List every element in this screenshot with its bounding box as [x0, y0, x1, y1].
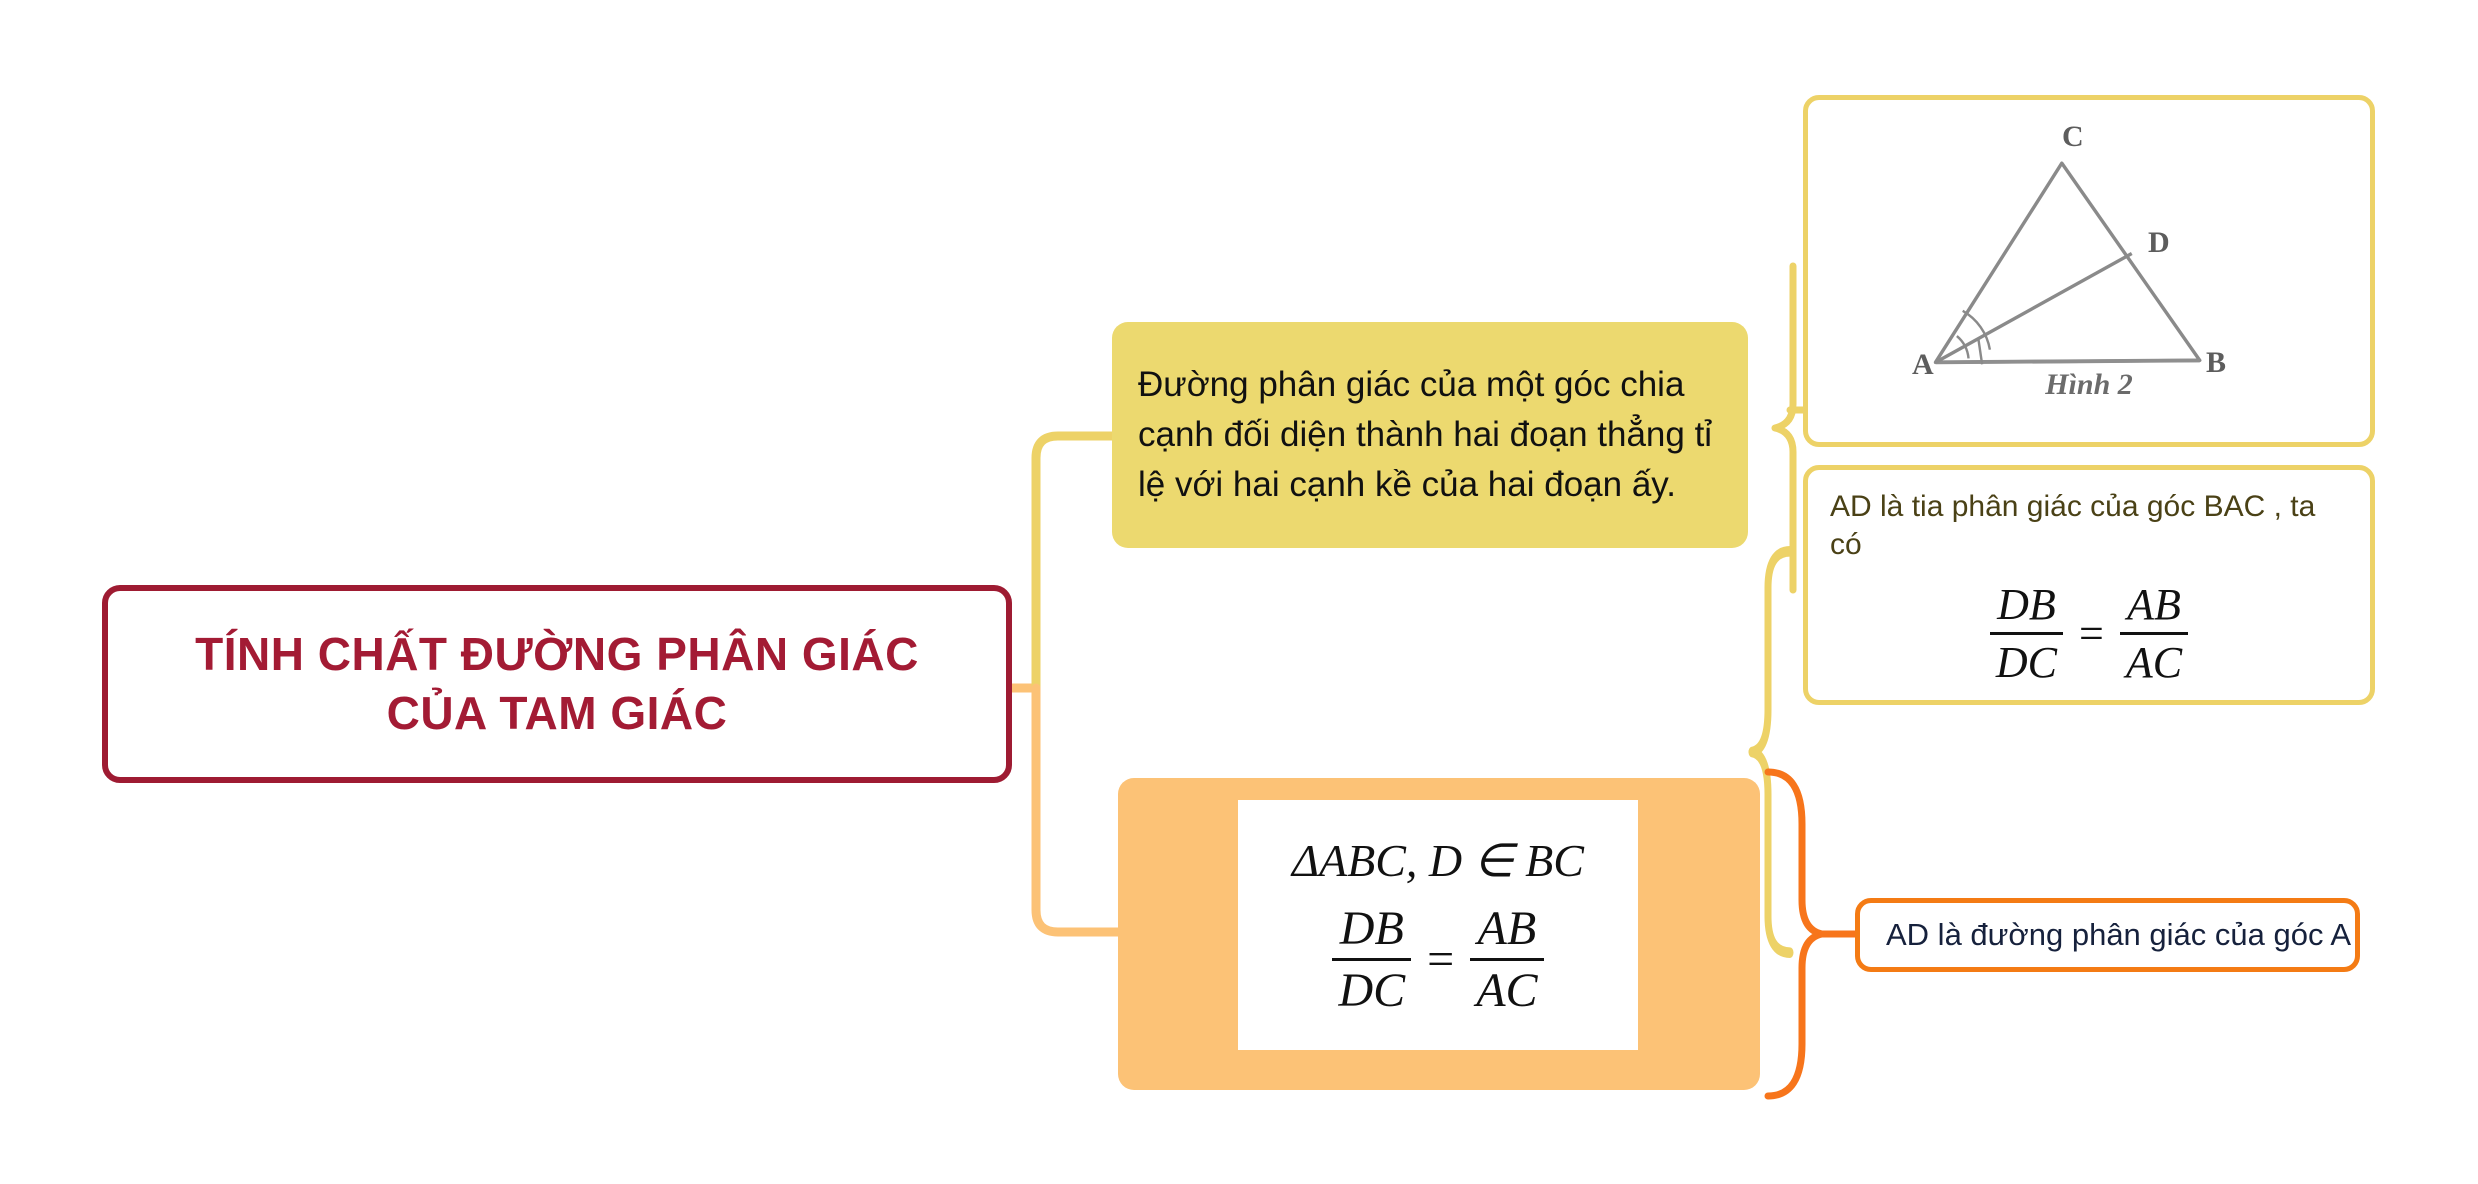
given-left-numerator: DB	[1339, 901, 1404, 955]
vertex-label-b: B	[2206, 346, 2227, 379]
ratio-right-denominator: AC	[2119, 631, 2189, 688]
ratio-right-numerator: AB	[2127, 579, 2181, 629]
angle-arc-outer	[1962, 309, 1992, 350]
ratio-formula: DB DC = AB AC	[1989, 579, 2189, 688]
segment-ab	[1935, 358, 2200, 365]
given-right-numerator: AB	[1477, 901, 1537, 955]
ratio-left-fraction: DB DC	[1989, 579, 2064, 688]
vertex-label-d: D	[2148, 226, 2170, 259]
figure-card[interactable]: C B A D Hình 2	[1803, 95, 2375, 447]
theorem-text: Đường phân giác của một góc chia cạnh đố…	[1138, 365, 1713, 504]
segment-ad	[1934, 252, 2133, 364]
angle-tick	[1977, 337, 1984, 365]
given-left-fraction: DB DC	[1332, 901, 1412, 1018]
ratio-equals-sign: =	[2079, 608, 2104, 658]
ratio-left-denominator: DC	[1989, 631, 2064, 688]
root-title-line-2: CỦA TAM GIÁC	[386, 687, 728, 739]
figure-caption: Hình 2	[2045, 368, 2133, 401]
ratio-right-fraction: AB AC	[2119, 579, 2189, 688]
conclusion-card[interactable]: AD là đường phân giác của góc A	[1855, 898, 2360, 972]
connector-branch-given	[1031, 683, 1125, 937]
ratio-card[interactable]: AD là tia phân giác của góc BAC , ta có …	[1803, 465, 2375, 705]
vertex-label-a: A	[1912, 348, 1934, 381]
angle-arc-inner	[1956, 335, 1970, 359]
triangle-outline	[1933, 161, 2202, 365]
given-right-denominator: AC	[1470, 957, 1544, 1018]
given-node[interactable]: ΔABC, D ∈ BC DB DC = AB AC	[1118, 778, 1760, 1090]
brace-orange	[1764, 768, 1826, 1100]
given-right-fraction: AB AC	[1470, 901, 1544, 1018]
theorem-node[interactable]: Đường phân giác của một góc chia cạnh đố…	[1112, 322, 1748, 548]
rail-yellow-top-card	[1771, 262, 1797, 594]
connector-branch-theorem	[1031, 431, 1119, 693]
ratio-left-numerator: DB	[1997, 579, 2056, 629]
root-title-line-1: TÍNH CHẤT ĐƯỜNG PHÂN GIÁC	[195, 628, 919, 681]
given-formula: DB DC = AB AC	[1332, 901, 1544, 1018]
root-title: TÍNH CHẤT ĐƯỜNG PHÂN GIÁC CỦA TAM GIÁC	[169, 625, 945, 743]
given-inner-panel: ΔABC, D ∈ BC DB DC = AB AC	[1238, 800, 1638, 1050]
triangle-diagram	[1933, 161, 2202, 365]
given-condition: ΔABC, D ∈ BC	[1292, 834, 1584, 886]
ratio-card-text: AD là tia phân giác của góc BAC , ta có	[1830, 490, 2316, 561]
given-left-denominator: DC	[1332, 957, 1412, 1018]
vertex-label-c: C	[2062, 120, 2084, 153]
root-node[interactable]: TÍNH CHẤT ĐƯỜNG PHÂN GIÁC CỦA TAM GIÁC	[102, 585, 1012, 783]
given-equals-sign: =	[1427, 932, 1455, 986]
conclusion-text: AD là đường phân giác của góc A	[1886, 917, 2352, 952]
